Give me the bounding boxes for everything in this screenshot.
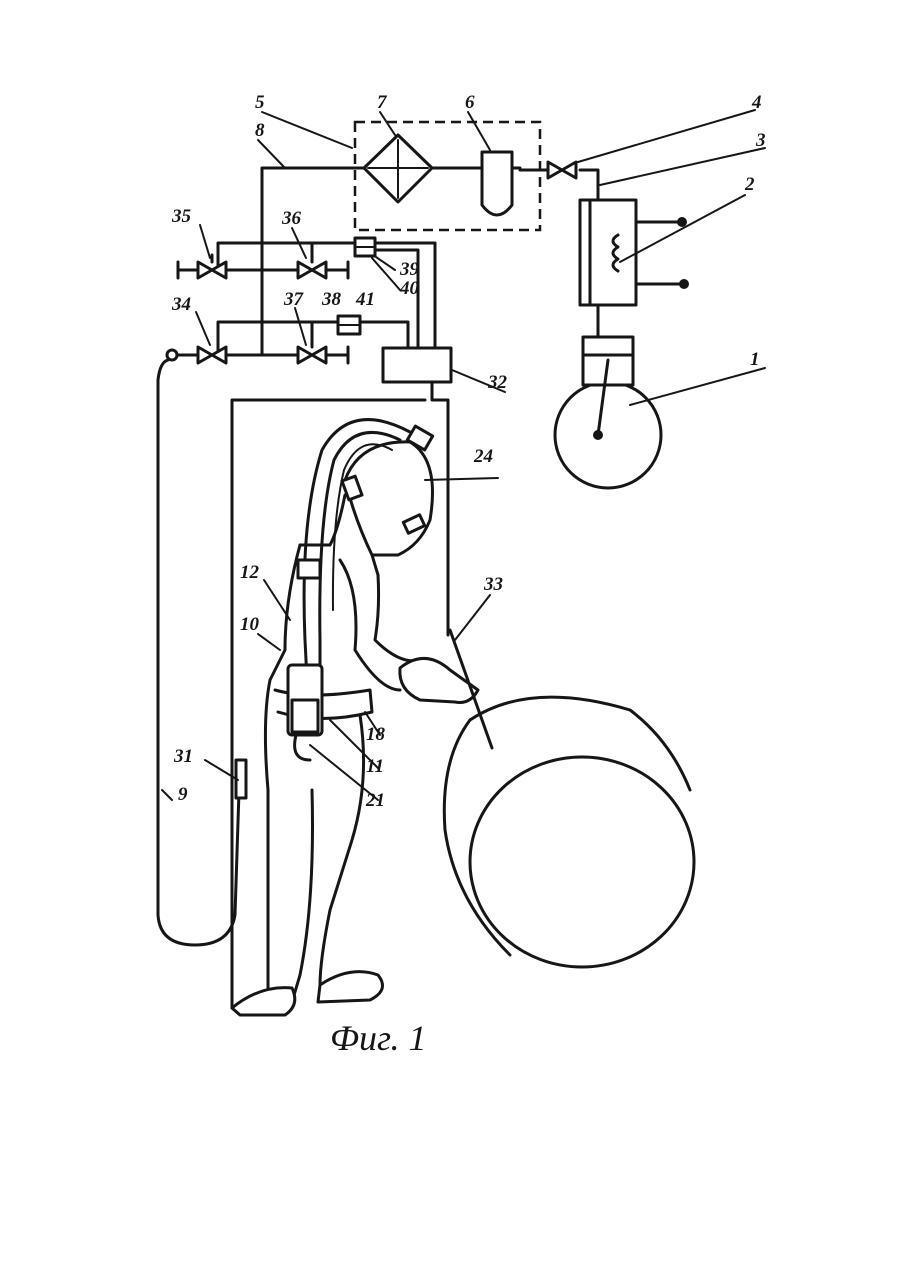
filter-assembly	[262, 112, 540, 230]
heater-unit	[580, 195, 745, 337]
label-37: 37	[283, 289, 305, 310]
label-32: 32	[487, 372, 508, 393]
label-10: 10	[240, 614, 260, 635]
label-3: 3	[755, 130, 766, 151]
label-36: 36	[281, 208, 302, 229]
label-11: 11	[366, 756, 384, 777]
label-6: 6	[465, 92, 475, 113]
label-7: 7	[377, 92, 388, 113]
compressor-pump	[555, 337, 765, 488]
label-33: 33	[483, 574, 503, 595]
workpiece-drum	[444, 595, 694, 967]
label-39: 39	[399, 259, 420, 280]
label-4: 4	[751, 92, 762, 113]
reference-labels: 1 2 3 4 5 6 7 8 9 10 11 12 18 21 24 31 3…	[171, 92, 766, 811]
label-24: 24	[473, 446, 493, 467]
label-5: 5	[255, 92, 265, 113]
label-41: 41	[355, 289, 375, 310]
label-12: 12	[240, 562, 260, 583]
label-38: 38	[321, 289, 342, 310]
label-35: 35	[171, 206, 192, 227]
lower-valve-row	[167, 308, 408, 363]
label-34: 34	[171, 294, 191, 315]
label-1: 1	[750, 349, 760, 370]
supply-pipe	[520, 110, 765, 200]
label-40: 40	[399, 278, 420, 299]
figure-caption: Фиг. 1	[330, 1018, 427, 1058]
label-9: 9	[178, 784, 188, 805]
label-18: 18	[366, 724, 386, 745]
label-8: 8	[255, 120, 265, 141]
label-21: 21	[365, 790, 385, 811]
operator-figure	[232, 420, 498, 1015]
label-2: 2	[744, 174, 755, 195]
label-31: 31	[173, 746, 193, 767]
